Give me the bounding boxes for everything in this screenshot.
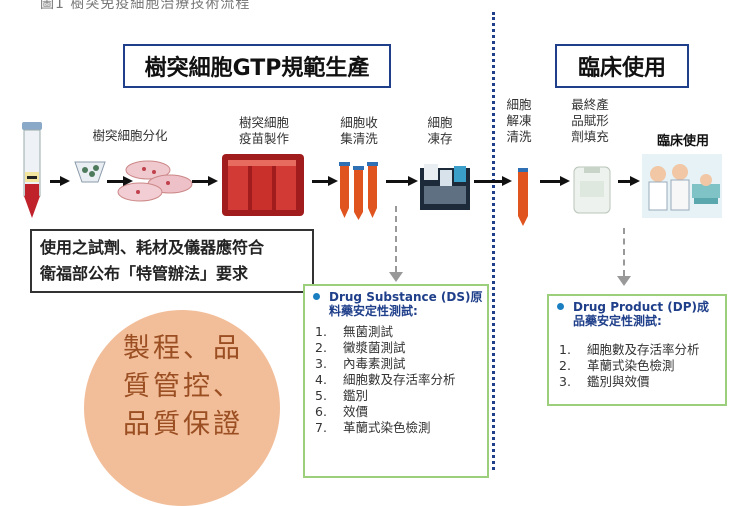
step-clinical-label: 臨床使用 (656, 134, 709, 149)
test-item-label: 鑑別 (343, 388, 369, 403)
test-item-number: 7. (315, 420, 327, 435)
quality-text: 製程、品 質管控、 品質保證 (123, 333, 243, 440)
cryo-storage-icon (420, 164, 470, 210)
production-section-title: 樹突細胞GTP規範生產 (123, 44, 391, 88)
culture-dish-icon (74, 160, 193, 202)
flow-arrow (192, 176, 218, 186)
test-item: 4. 細胞數及存活率分析 (315, 372, 456, 388)
orange-tubes-icon (339, 162, 378, 220)
test-item-label: 革蘭式染色檢測 (343, 420, 431, 435)
flow-arrow (474, 176, 512, 186)
step-cryo-label: 細胞凍存 (427, 115, 453, 146)
test-item: 5. 鑑別 (315, 388, 456, 404)
bullet-dot (557, 303, 564, 310)
clinic-scene-icon (642, 154, 722, 218)
dp-test-arrowhead (617, 276, 631, 286)
flow-arrow (107, 176, 133, 186)
test-item-label: 內毒素測試 (343, 356, 406, 371)
test-item: 2. 黴漿菌測試 (315, 340, 456, 356)
test-item-label: 細胞數及存活率分析 (343, 372, 456, 387)
vaccine-trays-icon (222, 154, 304, 216)
flow-arrow (50, 176, 70, 186)
test-item: 7. 革蘭式染色檢測 (315, 420, 456, 436)
test-item: 3. 鑑別與效價 (559, 374, 700, 390)
dp-test-dashed-arrow (623, 228, 625, 276)
test-item-label: 細胞數及存活率分析 (587, 342, 700, 357)
flow-arrow (618, 176, 640, 186)
test-item-number: 3. (315, 356, 327, 371)
thaw-tube-icon (518, 168, 528, 226)
test-item: 1. 細胞數及存活率分析 (559, 342, 700, 358)
test-item-number: 6. (315, 404, 327, 419)
requirements-line-1: 使用之試劑、耗材及儀器應符合 (40, 238, 265, 257)
step-vaccine-label: 樹突細胞疫苗製作 (238, 115, 289, 146)
product-bottle-icon (573, 166, 611, 214)
flow-arrow (386, 176, 418, 186)
dp-test-title: Drug Product (DP)成 品藥安定性測試: (573, 300, 710, 328)
ds-test-box: Drug Substance (DS)原 料藥安定性測試: 1. 無菌測試 2. 黴漿… (303, 284, 489, 478)
ds-test-dashed-arrow (395, 206, 397, 272)
step-differentiation-label: 樹突細胞分化 (92, 128, 168, 143)
ds-test-title: Drug Substance (DS)原 料藥安定性測試: (329, 290, 483, 318)
flow-arrow (312, 176, 338, 186)
step-harvest-label: 細胞收集清洗 (340, 115, 378, 146)
test-item: 3. 內毒素測試 (315, 356, 456, 372)
phase-divider (492, 12, 495, 470)
figure-caption: 圖1 樹突免疫細胞治療技術流程 (40, 0, 251, 12)
ds-test-arrowhead (389, 272, 403, 282)
requirements-line-2: 衛福部公布「特管辦法」要求 (40, 264, 249, 283)
test-item-number: 1. (315, 324, 327, 339)
blood-vial-icon (22, 122, 42, 218)
flow-arrow (540, 176, 570, 186)
step-thaw-label: 細胞解凍清洗 (506, 97, 532, 144)
test-item-number: 2. (559, 358, 571, 373)
test-item: 2. 革蘭式染色檢測 (559, 358, 700, 374)
test-item-number: 3. (559, 374, 571, 389)
test-item-number: 5. (315, 388, 327, 403)
clinical-section-title: 臨床使用 (555, 44, 689, 88)
dp-test-list: 1. 細胞數及存活率分析 2. 革蘭式染色檢測 3. 鑑別與效價 (559, 342, 700, 390)
test-item-label: 鑑別與效價 (587, 374, 650, 389)
test-item-label: 革蘭式染色檢測 (587, 358, 675, 373)
test-item-label: 無菌測試 (343, 324, 394, 339)
test-item-number: 1. (559, 342, 571, 357)
step-fill-label: 最終產品賦形劑填充 (571, 97, 609, 144)
bullet-dot (313, 293, 320, 300)
test-item-label: 黴漿菌測試 (343, 340, 406, 355)
test-item-number: 2. (315, 340, 327, 355)
test-item-label: 效價 (343, 404, 369, 419)
test-item: 1. 無菌測試 (315, 324, 456, 340)
test-item-number: 4. (315, 372, 327, 387)
test-item: 6. 效價 (315, 404, 456, 420)
requirements-box: 使用之試劑、耗材及儀器應符合 衛福部公布「特管辦法」要求 (30, 229, 314, 293)
